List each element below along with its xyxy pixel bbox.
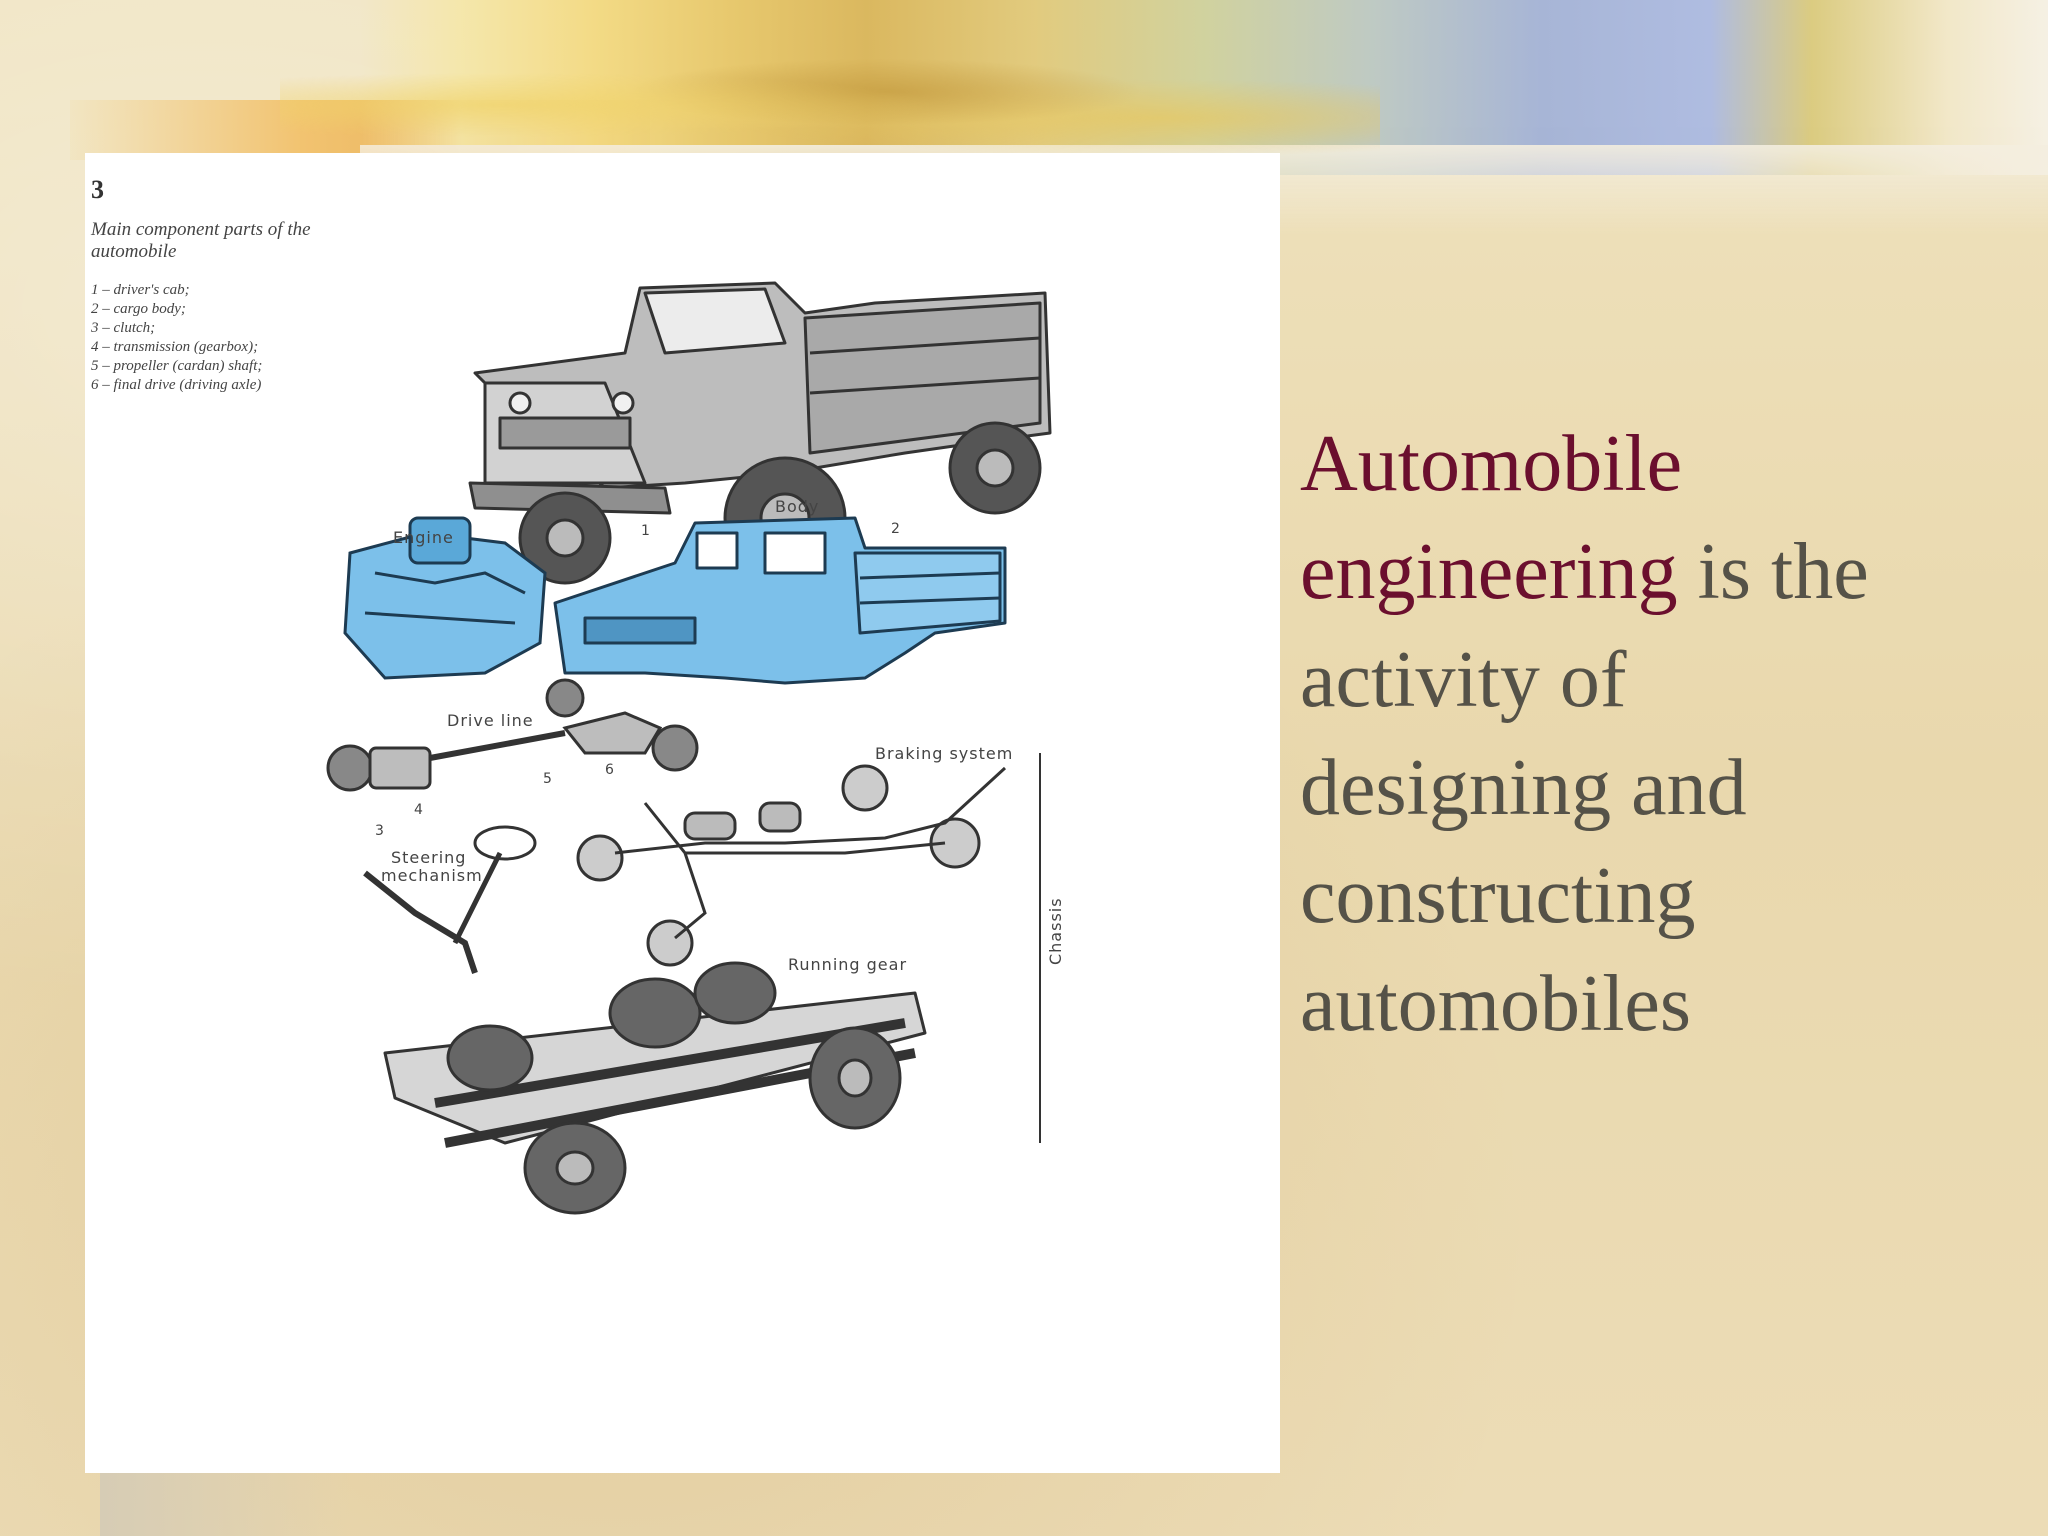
legend-item: 6 – final drive (driving axle) [91, 377, 262, 393]
label-engine: Engine [393, 528, 454, 547]
label-body: Body [775, 497, 819, 516]
callout-5: 5 [543, 771, 552, 787]
body-illustration [553, 516, 1007, 685]
callout-3: 3 [375, 823, 384, 839]
text-line-5: constructing [1300, 852, 1696, 940]
text-line-3: activity of [1300, 636, 1627, 724]
label-braking-system: Braking system [875, 744, 1013, 763]
truck-illustration [468, 281, 1052, 585]
figure-number: 3 [91, 175, 104, 204]
braking-system-illustration [576, 764, 1007, 967]
label-drive-line: Drive line [447, 711, 534, 730]
decor-bottom-shade [100, 1472, 350, 1536]
figure-legend: 1 – driver's cab; 2 – cargo body; 3 – cl… [91, 281, 411, 395]
label-chassis: Chassis [1046, 897, 1065, 965]
callout-1: 1 [641, 523, 650, 539]
drive-line-illustration [326, 678, 699, 792]
slide-body-text: Automobile engineering is the activity o… [1300, 410, 2000, 1058]
text-line-4: designing and [1300, 744, 1747, 832]
callout-2: 2 [891, 521, 900, 537]
legend-item: 4 – transmission (gearbox); [91, 339, 259, 355]
figure-panel: 3 Main component parts of the automobile… [85, 153, 1280, 1473]
key-term-cont: engineering [1300, 528, 1678, 616]
legend-item: 5 – propeller (cardan) shaft; [91, 358, 263, 374]
decor-flowers [280, 40, 1380, 170]
engine-illustration [343, 516, 547, 680]
figure-caption: Main component parts of the automobile [91, 219, 311, 262]
legend-item: 3 – clutch; [91, 320, 156, 336]
label-steering-2: mechanism [381, 866, 483, 885]
running-gear-illustration [383, 961, 927, 1215]
text-is-the: is the [1677, 528, 1869, 616]
callout-6: 6 [605, 762, 614, 778]
label-running-gear: Running gear [788, 955, 907, 974]
text-line-2: engineering is the [1300, 518, 2000, 626]
key-term: Automobile [1300, 420, 1683, 508]
steering-mechanism-illustration [363, 825, 537, 974]
automobile-diagram: Engine Body 1 2 Drive line 3 4 5 6 [326, 281, 1065, 1215]
text-line-6: automobiles [1300, 960, 1692, 1048]
legend-item: 2 – cargo body; [91, 301, 186, 317]
label-steering-1: Steering [391, 848, 466, 867]
text-line-1: Automobile [1300, 410, 2000, 518]
legend-item: 1 – driver's cab; [91, 282, 190, 298]
callout-4: 4 [414, 802, 423, 818]
